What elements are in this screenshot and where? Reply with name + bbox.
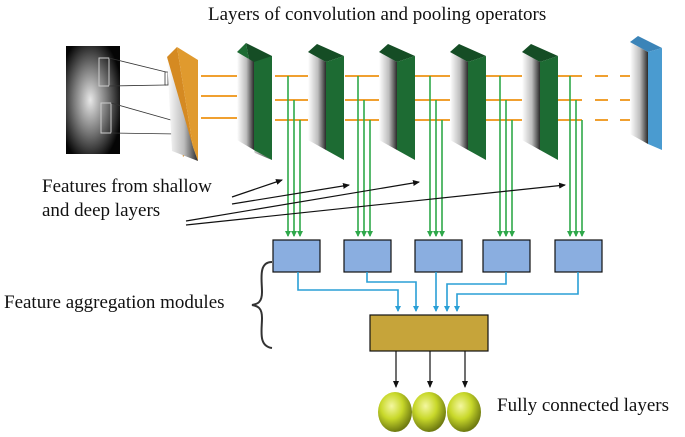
conv-layer-1 — [237, 43, 272, 160]
fc-neuron — [447, 392, 481, 432]
fusion-block — [369, 314, 489, 352]
fc-neuron — [378, 392, 412, 432]
fc-arrows — [393, 351, 468, 388]
features-label-line1: Features from shallow — [42, 176, 212, 197]
layer-connections — [201, 75, 632, 121]
output-conv-layer — [630, 36, 662, 150]
fully-connected-label: Fully connected layers — [497, 395, 670, 416]
aggregation-arrows — [297, 272, 579, 312]
input-layer — [167, 47, 198, 161]
aggregation-label: Feature aggregation modules — [4, 292, 225, 313]
conv-layer-4 — [450, 44, 486, 160]
aggregation-module — [554, 239, 603, 273]
feature-taps — [285, 76, 585, 237]
conv-layer-5 — [522, 44, 558, 160]
aggregation-module — [414, 239, 463, 273]
diagram-title: Layers of convolution and pooling operat… — [208, 4, 547, 25]
fc-neuron — [412, 392, 446, 432]
aggregation-module — [272, 239, 321, 273]
aggregation-modules — [272, 239, 603, 273]
aggregation-module — [343, 239, 392, 273]
features-label-line2: and deep layers — [42, 200, 161, 221]
feature-pointer-arrows — [185, 179, 566, 226]
conv-layer-2 — [308, 44, 344, 160]
curly-brace — [251, 261, 273, 349]
conv-layer-3 — [379, 44, 415, 160]
input-image — [66, 46, 120, 154]
aggregation-module — [482, 239, 531, 273]
fc-neurons — [378, 392, 481, 432]
